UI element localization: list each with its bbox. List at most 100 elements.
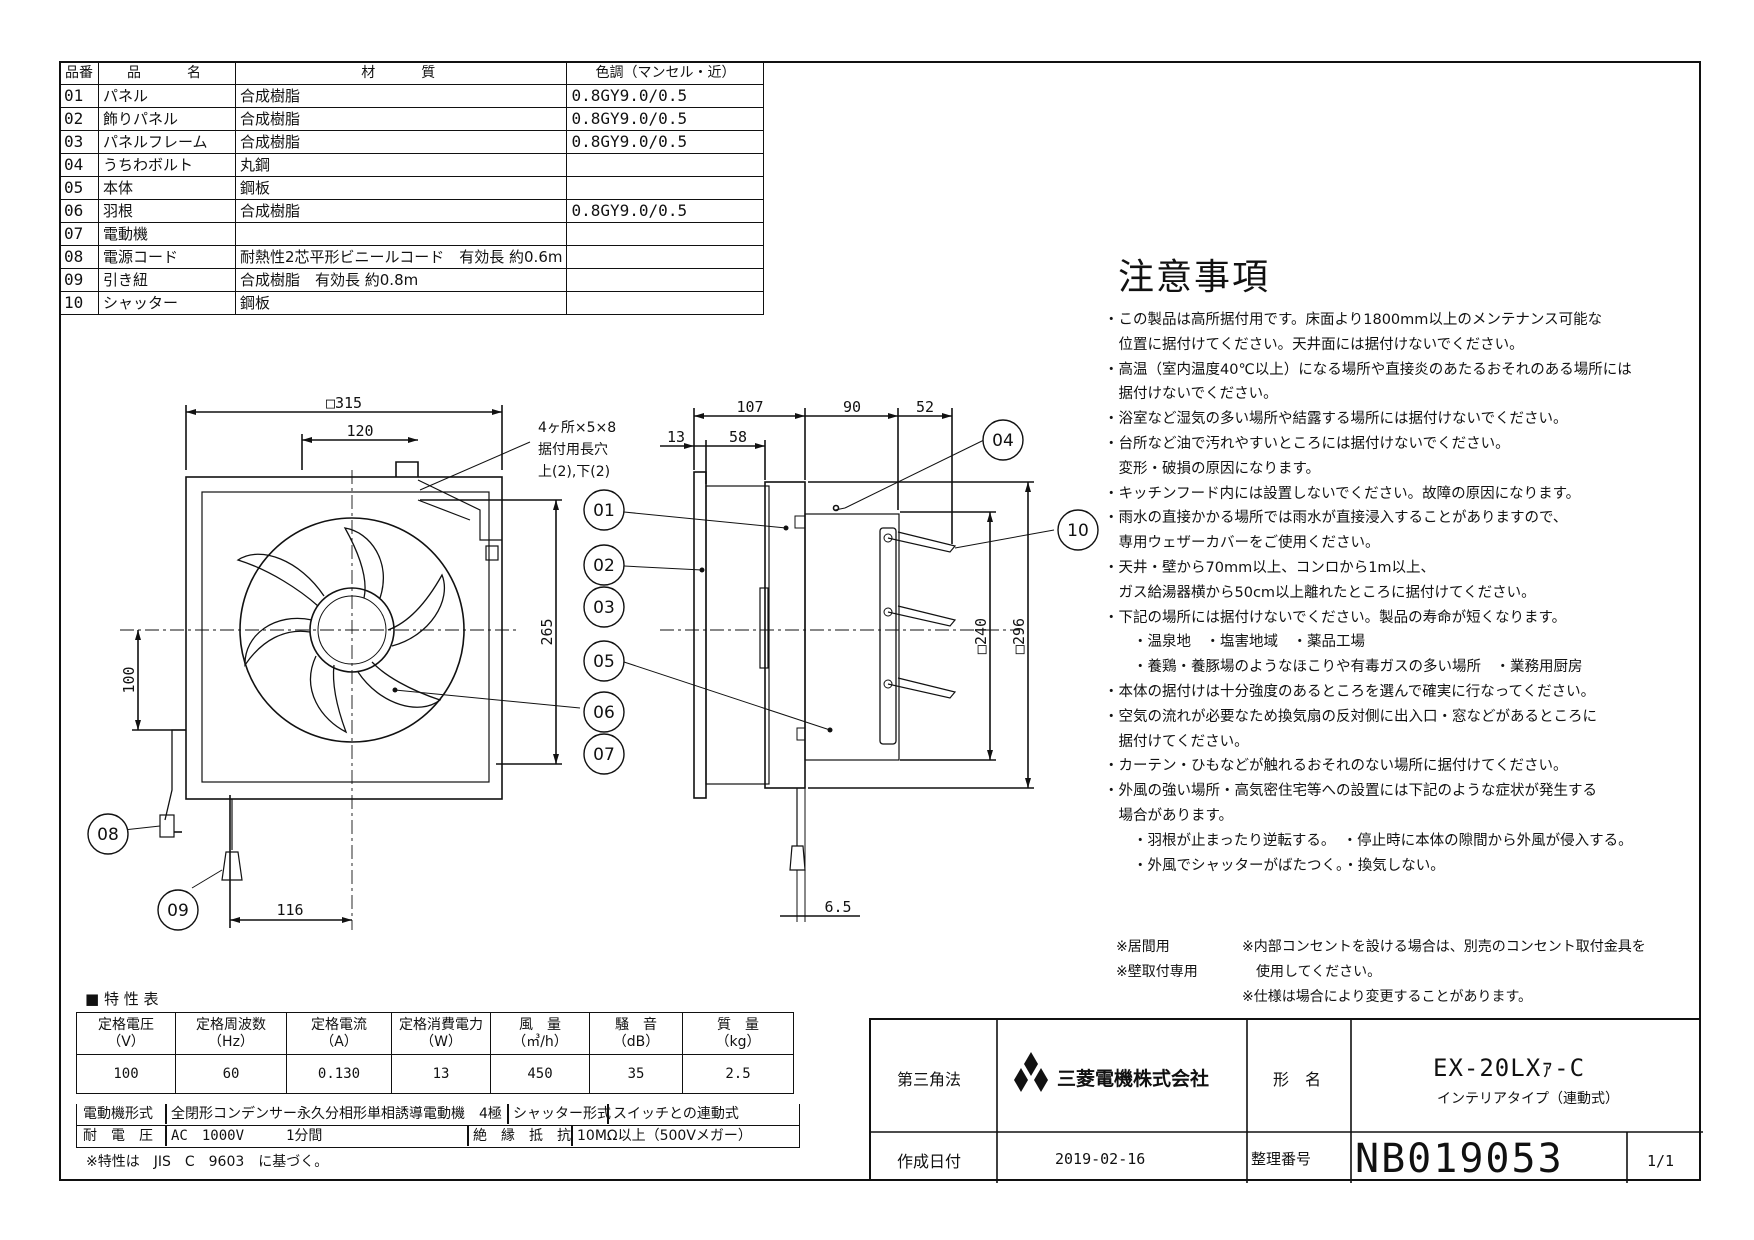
dim-side-240: □240 <box>972 618 990 654</box>
jis-note: ※特性は JIS C 9603 に基づく。 <box>86 1154 329 1170</box>
spec-header-unit: （Hz） <box>208 1033 254 1050</box>
note-line: ・養鶏・養豚場のようなほこりや有毒ガスの多い場所 ・業務用厨房 <box>1104 659 1583 676</box>
dim-side-52: 52 <box>916 398 934 416</box>
caution-notes: 注意事項 ・この製品は高所据付用です。床面より1800mm以上のメンテナンス可能… <box>1104 248 1633 878</box>
company-name: 三菱電機株式会社 <box>1057 1068 1210 1090</box>
part-material: 合成樹脂 <box>234 84 568 108</box>
callout-labels: 01 02 03 05 06 07 04 10 08 09 <box>97 431 1089 921</box>
dim-front-265: 265 <box>538 618 556 645</box>
dim-side-13: 13 <box>667 428 685 446</box>
spec-value: 35 <box>589 1054 683 1094</box>
dim-side-107: 107 <box>736 398 763 416</box>
callout-06: 06 <box>593 703 615 723</box>
sheet-number: 1/1 <box>1647 1152 1675 1170</box>
dim-front-width: □315 <box>326 394 362 412</box>
part-name: シャッター <box>98 291 236 315</box>
note-line: ・羽根が止まったり逆転する。 ・停止時に本体の隙間から外風が侵入する。 <box>1104 832 1633 849</box>
note-line: ガス給湯器横から50cm以上離れたところに据付けてください。 <box>1104 584 1536 601</box>
part-name: パネルフレーム <box>98 130 236 154</box>
note-line: ・外風の強い場所・高気密住宅等への設置には下記のような症状が発生する <box>1104 783 1597 800</box>
spec-value: 60 <box>175 1054 287 1094</box>
usage-label-2: ※壁取付専用 <box>1116 964 1198 980</box>
spec-header-unit: （W） <box>420 1033 462 1050</box>
shutter-blades <box>887 531 957 699</box>
part-material: 丸鋼 <box>234 153 568 177</box>
withstand-label: 耐 電 圧 <box>83 1128 153 1144</box>
note-line: 専用ウェザーカバーをご使用ください。 <box>1104 535 1380 552</box>
note-line: ・外風でシャッターがばたつく。・換気しない。 <box>1104 857 1445 874</box>
note-line: ・空気の流れが必要なため換気扇の反対側に出入口・窓などがあるところに <box>1104 708 1597 725</box>
motor-row: 電動機形式 全閉形コンデンサー永久分相形単相誘導電動機 4極 シャッター形式 ス… <box>76 1104 800 1126</box>
part-no: 05 <box>59 176 99 200</box>
spec-header-unit: （kg） <box>715 1033 761 1050</box>
mitsubishi-logo-icon <box>1014 1052 1048 1092</box>
part-name: 引き紐 <box>98 268 236 292</box>
spec-header: 定格電流（A） <box>286 1012 392 1055</box>
dim-front-120: 120 <box>346 422 373 440</box>
spec-header-name: 定格電流 <box>311 1016 367 1033</box>
part-material: 合成樹脂 <box>234 199 568 223</box>
model-subtitle: インテリアタイプ（連動式） <box>1437 1091 1619 1107</box>
insulation-value: 10MΩ以上（500Vメガー） <box>577 1128 752 1144</box>
note-line: 位置に据付けてください。天井面には据付けないでください。 <box>1104 336 1524 353</box>
part-no: 02 <box>59 107 99 131</box>
shutter-label: シャッター形式 <box>513 1106 611 1122</box>
part-no: 03 <box>59 130 99 154</box>
part-material: 合成樹脂 <box>234 130 568 154</box>
spec-header-name: 定格消費電力 <box>399 1016 483 1033</box>
hole-note-2: 据付用長穴 <box>538 442 608 458</box>
parts-table-header: 品番 品 名 材 質 色調（マンセル・近） <box>59 61 765 85</box>
side-panel-face <box>693 471 707 799</box>
dimension-labels: □315 120 265 100 116 4ヶ所×5×8 据付用長穴 上(2),… <box>120 394 1028 919</box>
spec-header: 定格周波数（Hz） <box>175 1012 287 1055</box>
note-line: ・本体の据付けは十分強度のあるところを選んで確実に行なってください。 <box>1104 683 1596 700</box>
callout-05: 05 <box>593 652 615 672</box>
date-label: 作成日付 <box>897 1152 962 1171</box>
note-line: ・高温（室内温度40℃以上）になる場所や直接炎のあたるおそれのある場所には <box>1104 361 1632 378</box>
notes-title: 注意事項 <box>1118 257 1271 298</box>
note-line: 据付けないでください。 <box>1104 386 1278 403</box>
spec-header-name: 質 量 <box>717 1016 759 1033</box>
side-shutter-bracket <box>879 527 897 745</box>
spec-value: 0.130 <box>286 1054 392 1094</box>
note-line: ・下記の場所には据付けないでください。製品の寿命が短くなります。 <box>1104 609 1567 626</box>
withstand-value: AC 1000V 1分間 <box>171 1128 323 1144</box>
spec-header-unit: （dB） <box>612 1033 660 1050</box>
note-line: 据付けてください。 <box>1104 733 1249 750</box>
note-line: 変形・破損の原因になります。 <box>1104 460 1321 477</box>
hole-note-3: 上(2),下(2) <box>538 464 610 480</box>
part-color <box>566 291 765 315</box>
title-block: 第三角法 三菱電機株式会社 形 名 EX-20LXｧ-C インテリアタイプ（連動… <box>869 1018 1703 1183</box>
note-line: ・天井・壁から70mm以上、コンロから1m以上、 <box>1104 559 1436 576</box>
motor-value: 全閉形コンデンサー永久分相形単相誘導電動機 4極 <box>171 1106 502 1122</box>
callout-08: 08 <box>97 825 119 845</box>
model-label: 形 名 <box>1273 1070 1322 1089</box>
footer-note-2: 使用してください。 <box>1242 964 1382 980</box>
dim-side-90: 90 <box>843 398 861 416</box>
note-line: ・カーテン・ひもなどが触れるおそれのない場所に据付けてください。 <box>1104 758 1568 775</box>
front-panel-inner <box>201 491 490 783</box>
footer-note-3: ※仕様は場合により変更することがあります。 <box>1242 989 1533 1005</box>
spec-header-unit: （V） <box>107 1033 145 1050</box>
spec-header-name: 騒 音 <box>615 1016 657 1033</box>
dim-side-296: □296 <box>1010 618 1028 654</box>
callout-09: 09 <box>167 901 189 921</box>
spec-header-row: 定格電圧（V）定格周波数（Hz）定格電流（A）定格消費電力（W）風 量（㎥/h）… <box>76 1012 794 1055</box>
spec-header-unit: （㎥/h） <box>512 1033 568 1050</box>
usage-label-1: ※居間用 <box>1116 939 1170 955</box>
spec-value: 100 <box>76 1054 176 1094</box>
note-line: ・台所など油で汚れやすいところには据付けないでください。 <box>1104 435 1510 452</box>
dimension-arrows <box>135 409 1031 923</box>
callout-10: 10 <box>1067 521 1089 541</box>
notes-lines: ・この製品は高所据付用です。床面より1800mm以上のメンテナンス可能な 位置に… <box>1104 308 1633 878</box>
header-material: 材 質 <box>234 61 568 85</box>
drawing-number: NB019053 <box>1355 1136 1564 1182</box>
